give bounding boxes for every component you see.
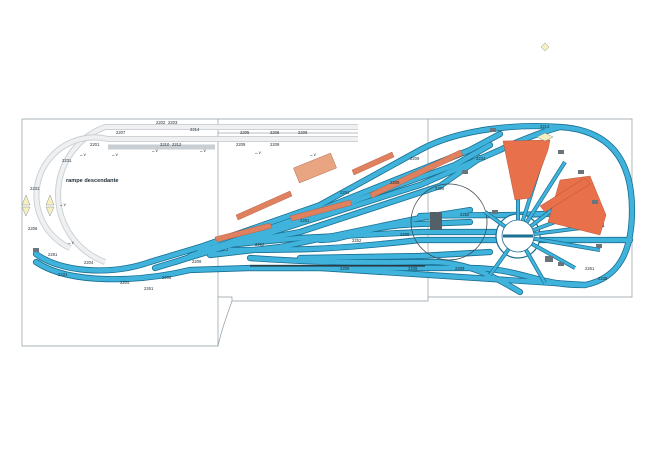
svg-text:⑉ v: ⑉ v	[60, 202, 67, 207]
svg-text:2204: 2204	[120, 280, 130, 285]
platforms	[214, 149, 464, 267]
svg-text:2238: 2238	[598, 276, 608, 281]
svg-text:2209: 2209	[390, 180, 400, 185]
svg-text:2202: 2202	[156, 120, 166, 125]
svg-text:2208: 2208	[270, 130, 280, 135]
svg-text:2209: 2209	[270, 142, 280, 147]
svg-text:⑉ v: ⑉ v	[112, 152, 119, 157]
svg-text:2204: 2204	[84, 260, 94, 265]
svg-text:2206: 2206	[28, 226, 38, 231]
svg-text:2252: 2252	[352, 238, 362, 243]
svg-text:2212: 2212	[172, 142, 182, 147]
svg-text:2231: 2231	[62, 158, 72, 163]
svg-text:2252: 2252	[255, 242, 265, 247]
svg-text:2231: 2231	[30, 186, 40, 191]
svg-text:⑉ v: ⑉ v	[68, 240, 75, 245]
svg-text:2207: 2207	[116, 130, 126, 135]
svg-text:2209: 2209	[435, 186, 445, 191]
svg-text:⑉ v: ⑉ v	[80, 152, 87, 157]
svg-text:2251: 2251	[300, 218, 310, 223]
signal-marks: ⑉ v ⑉ v ⑉ v ⑉ v ⑉ v ⑉ v ⑉ v ⑉ v	[60, 148, 317, 245]
svg-text:2209: 2209	[400, 232, 410, 237]
svg-text:⑉ v: ⑉ v	[255, 150, 262, 155]
svg-text:2261: 2261	[585, 266, 595, 271]
svg-text:2213: 2213	[540, 124, 550, 129]
svg-text:2281: 2281	[48, 252, 58, 257]
svg-text:⑉ v: ⑉ v	[310, 152, 317, 157]
svg-text:2206: 2206	[162, 275, 172, 280]
svg-text:2261: 2261	[144, 286, 154, 291]
roundhouse	[502, 139, 607, 236]
svg-text:⑉ v: ⑉ v	[152, 148, 159, 153]
svg-text:⑉ v: ⑉ v	[200, 148, 207, 153]
track-codes: 2207 2202 2203 2214 2205 2208 2209 2201 …	[28, 120, 608, 291]
svg-text:2209: 2209	[236, 142, 246, 147]
svg-text:2209: 2209	[410, 156, 420, 161]
svg-text:2231: 2231	[58, 272, 68, 277]
svg-text:2205: 2205	[240, 130, 250, 135]
svg-text:2203: 2203	[168, 120, 178, 125]
svg-text:2209: 2209	[298, 130, 308, 135]
buffer-stops	[33, 128, 602, 266]
svg-text:2209: 2209	[408, 266, 418, 271]
svg-text:2252: 2252	[460, 212, 470, 217]
ramp-markers	[21, 42, 554, 217]
svg-text:2234: 2234	[476, 156, 486, 161]
upper-level-track	[33, 124, 358, 265]
svg-text:2210: 2210	[160, 142, 170, 147]
ramp-label: rampe descendante	[66, 178, 119, 184]
svg-text:2201: 2201	[90, 142, 100, 147]
svg-text:2209: 2209	[455, 266, 465, 271]
svg-text:2209: 2209	[192, 259, 202, 264]
svg-text:2251: 2251	[340, 190, 350, 195]
turntable	[410, 148, 605, 284]
svg-text:2209: 2209	[340, 266, 350, 271]
svg-text:2214: 2214	[190, 127, 200, 132]
